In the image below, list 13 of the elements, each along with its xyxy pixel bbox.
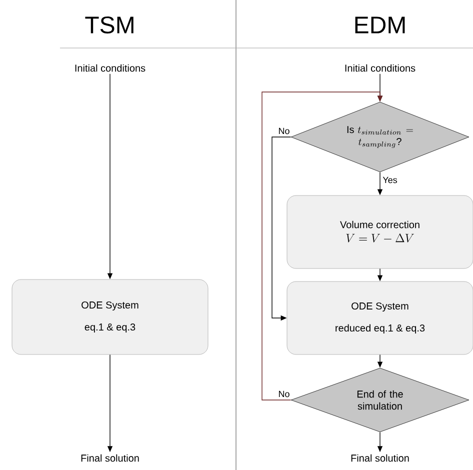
process-box: ODE System reduced eq.1 & eq.3 — [286, 281, 473, 355]
column-heading: TSM — [85, 16, 134, 34]
process-box: ODE System eq.1 & eq.3 — [12, 279, 208, 355]
edge-label: No — [277, 390, 291, 398]
arrow — [262, 92, 383, 400]
column-heading: EDM — [355, 16, 405, 34]
flow-text: Initial conditions — [75, 64, 146, 72]
flow-text: Initial conditions — [345, 64, 416, 72]
edge-label: Yes — [382, 176, 398, 184]
flow-text: Final solution — [81, 454, 139, 462]
edge-label: No — [277, 126, 291, 136]
process-box: Volume correction $V = V - \Delta V$ — [286, 195, 473, 269]
flow-text: Final solution — [351, 454, 409, 462]
